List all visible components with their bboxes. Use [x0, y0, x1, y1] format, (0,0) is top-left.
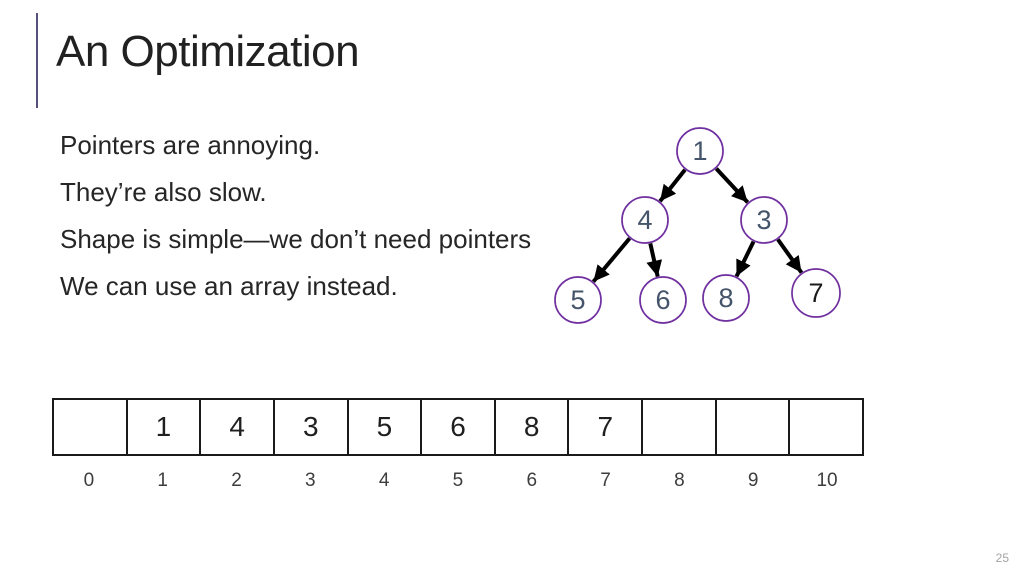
tree-node-label-8: 8 [718, 283, 733, 313]
tree-node-8 [702, 274, 750, 322]
array-cell-6: 8 [493, 398, 570, 456]
array-index-9: 9 [747, 470, 759, 491]
array-index-4: 4 [378, 470, 390, 491]
tree-edge-4-6 [646, 242, 663, 278]
array-index-10: 10 [816, 470, 838, 491]
array-cell-2: 4 [199, 398, 275, 456]
array-index-1: 1 [157, 470, 168, 491]
body-text: Pointers are annoying. They’re also slow… [60, 122, 531, 310]
body-line-3: Shape is simple—we don’t need pointers [60, 224, 532, 254]
body-line-2: They’re also slow. [60, 177, 267, 207]
page-number: 25 [995, 551, 1009, 565]
tree-node-1 [676, 127, 724, 175]
array-index-0: 0 [83, 470, 95, 491]
tree-node-label-4: 4 [637, 205, 652, 235]
tree-edge-1-4 [658, 168, 687, 203]
binary-tree-diagram: 1 4 3 5 6 8 7 [554, 127, 841, 324]
tree-node-label-6: 6 [655, 285, 670, 315]
body-line-1: Pointers are annoying. [60, 130, 321, 160]
page-title: An Optimization [56, 27, 360, 76]
array-cell-3: 3 [272, 398, 349, 456]
array-cell-5: 6 [420, 398, 496, 456]
array-cell-10 [788, 398, 865, 456]
array-cell-4: 5 [346, 398, 423, 456]
array-cell-9 [714, 398, 791, 456]
title-accent-bar [36, 13, 38, 108]
array-cell-7: 7 [567, 398, 644, 456]
array-cell-1: 1 [125, 398, 202, 456]
tree-edge-3-8 [734, 240, 756, 278]
array-indices: 0 1 2 3 4 5 6 7 8 9 10 [52, 470, 864, 492]
tree-edge-1-3 [714, 167, 750, 204]
tree-node-5 [554, 276, 602, 324]
tree-node-label-1: 1 [692, 136, 707, 166]
tree-node-label-5: 5 [570, 285, 585, 315]
tree-node-4 [621, 196, 669, 244]
array-index-8: 8 [674, 470, 685, 491]
array-cell-0 [52, 398, 128, 456]
array-cells: 1 4 3 5 6 8 7 [52, 398, 865, 456]
body-line-4: We can use an array instead. [60, 271, 398, 301]
array-index-5: 5 [452, 470, 464, 491]
array-index-3: 3 [305, 470, 316, 491]
tree-node-label-3: 3 [756, 205, 771, 235]
array-cell-8 [641, 398, 717, 456]
tree-edge-3-7 [776, 238, 804, 274]
tree-edge-4-5 [591, 237, 632, 283]
array-index-2: 2 [231, 470, 242, 491]
array-index-7: 7 [600, 470, 611, 491]
array-index-6: 6 [526, 470, 538, 491]
tree-node-3 [740, 196, 788, 244]
tree-node-6 [639, 276, 687, 324]
tree-node-7 [791, 268, 841, 318]
tree-node-label-7: 7 [808, 278, 823, 308]
